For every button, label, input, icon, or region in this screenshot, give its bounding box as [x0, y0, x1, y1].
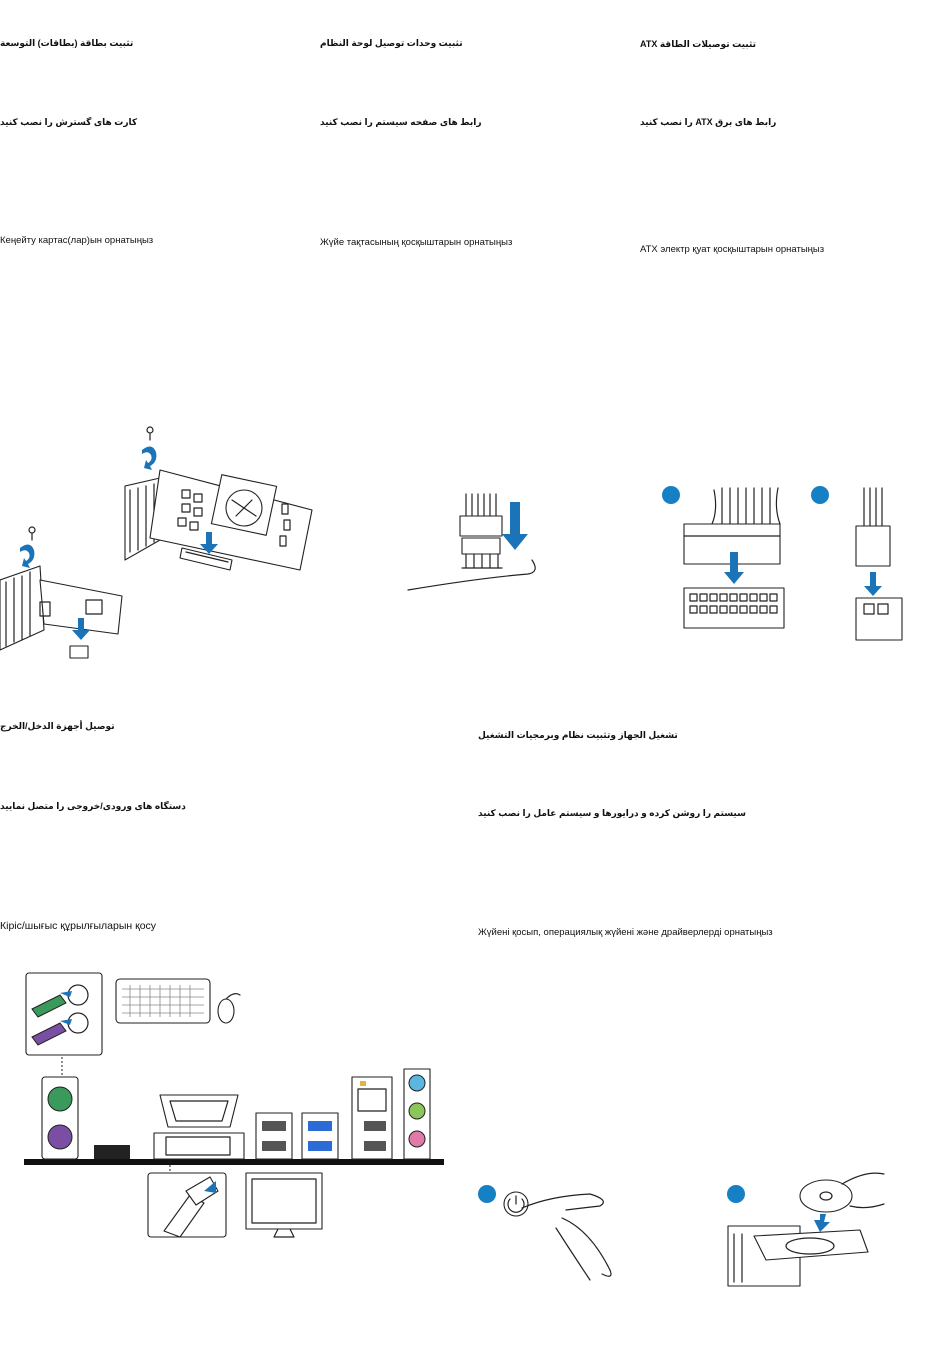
audio-mic-port	[408, 1130, 426, 1148]
expansion-card-illustration	[0, 426, 313, 659]
step-badge-2	[811, 486, 829, 504]
rear-io-panel	[24, 1159, 444, 1165]
io-title-kazakh: Кіріс/шығыс құрылғыларын қосу	[0, 920, 157, 932]
io-title-persian: دستگاه های ورودی/خروجی را متصل نمایید	[0, 801, 186, 811]
atx-title-kazakh: ATX электр қуат қосқыштарын орнатыңыз	[640, 244, 825, 255]
step-badge-1	[478, 1185, 496, 1203]
step-badge-2	[727, 1185, 745, 1203]
expansion-title-persian: کارت های گسترش را نصب کنید	[0, 117, 138, 127]
atx-title-arabic: تثبيت توصيلات الطاقة ATX	[640, 39, 757, 49]
power-button-icon	[503, 1191, 529, 1217]
vga-port	[159, 1094, 239, 1128]
io-devices-illustration	[24, 972, 444, 1238]
mouse-icon	[217, 993, 241, 1024]
atx-power-illustration	[662, 486, 903, 641]
power-title-kazakh: Жүйені қосып, операциялық жүйені және др…	[478, 927, 773, 938]
io-title-arabic: توصيل أجهزة الدخل/الخرج	[0, 721, 115, 731]
power-title-persian: سیستم را روشن کرده و درایورها و سیستم عا…	[478, 808, 746, 818]
expansion-title-kazakh: Кеңейту картас(лар)ын орнатыңыз	[0, 235, 154, 246]
step-badge-1	[662, 486, 680, 504]
atx-title-persian: رابط های برق ATX را نصب کنید	[640, 117, 777, 127]
optical-drive-icon	[727, 1225, 869, 1287]
optical-disc-icon	[799, 1179, 853, 1213]
expansion-title-arabic: تثبيت بطاقة (بطاقات) التوسعة	[0, 38, 134, 48]
power-title-arabic: تشغيل الجهاز وتثبيت نظام وبرمجيات التشغي…	[478, 730, 678, 740]
hdmi-port	[94, 1145, 130, 1159]
panel-connector-illustration	[407, 493, 536, 591]
monitor-icon	[245, 1172, 323, 1238]
keyboard-icon	[115, 978, 211, 1024]
usb3-ports	[301, 1112, 339, 1160]
screw-icon	[146, 426, 154, 441]
audio-line-out-port	[408, 1102, 426, 1120]
insert-arrow-icon	[502, 502, 528, 550]
power-install-illustration	[478, 1172, 885, 1287]
panel-title-kazakh: Жүйе тақтасының қосқыштарын орнатыңыз	[320, 237, 513, 248]
ps2-keyboard-port	[47, 1124, 73, 1150]
screw-icon-small	[28, 526, 36, 541]
panel-title-persian: رابط های صفحه سیستم را نصب کنید	[320, 117, 482, 127]
ps2-mouse-port	[47, 1086, 73, 1112]
audio-line-in-port	[408, 1074, 426, 1092]
graphics-card	[124, 469, 313, 571]
rotate-arrow-icon	[142, 446, 157, 470]
small-expansion-card	[0, 565, 123, 659]
panel-title-arabic: تثبيت وحدات توصيل لوحة النظام	[320, 38, 463, 48]
